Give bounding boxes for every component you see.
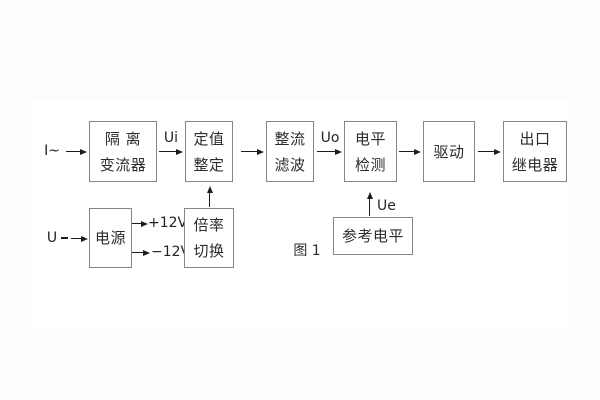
arrow-power-plus12v [132, 219, 148, 228]
block-label: 参考电平 [341, 227, 404, 245]
block-label: 驱动 [433, 142, 465, 161]
block-label: 定值 [193, 129, 225, 148]
block-label: 继电器 [511, 155, 559, 174]
block-label: 检测 [354, 155, 386, 174]
label-signal-ue: Ue [377, 198, 396, 214]
figure-caption: 图 1 [293, 243, 321, 259]
block-label: 出口 [519, 129, 551, 148]
block-label: 切换 [193, 242, 225, 260]
block-level-detection: 电平 检测 [344, 121, 397, 182]
label-minus-12v: −12V [151, 244, 191, 260]
label-voltage-input: U [46, 230, 58, 246]
arrow-ratio-to-setpoint [205, 186, 214, 207]
block-label: 变流器 [99, 155, 147, 174]
block-label: 整定 [193, 155, 225, 174]
arrow-setpoint-to-rectifier [241, 147, 264, 156]
block-isolation-transformer: 隔 离 变流器 [89, 121, 157, 182]
block-setpoint-adjust: 定值 整定 [185, 121, 233, 182]
block-output-relay: 出口 继电器 [503, 121, 567, 182]
arrow-isolation-to-setpoint [159, 147, 183, 156]
voltage-connector-dash [61, 237, 68, 239]
label-signal-ui: Ui [163, 130, 179, 146]
arrow-reference-to-level [365, 192, 374, 216]
label-signal-uo: Uo [320, 130, 340, 146]
block-power-supply: 电源 [89, 208, 132, 268]
arrow-driver-to-relay [478, 147, 501, 156]
block-label: 整流 [274, 129, 306, 148]
block-driver: 驱动 [423, 121, 475, 182]
arrow-current-to-isolation [66, 147, 87, 156]
arrow-power-minus12v [132, 248, 150, 257]
block-label: 滤波 [274, 155, 306, 174]
block-label: 倍率 [193, 216, 225, 234]
arrow-rectifier-to-level [317, 147, 342, 156]
block-ratio-switch: 倍率 切换 [184, 208, 234, 268]
arrow-voltage-to-power [71, 234, 88, 243]
block-label: 隔 离 [104, 129, 142, 148]
label-current-input: I~ [44, 143, 60, 159]
block-rectifier-filter: 整流 滤波 [266, 121, 314, 182]
arrow-level-to-driver [399, 147, 421, 156]
block-reference-level: 参考电平 [333, 217, 413, 255]
block-label: 电源 [94, 229, 126, 247]
block-label: 电平 [354, 129, 386, 148]
label-plus-12v: +12V [148, 215, 188, 231]
